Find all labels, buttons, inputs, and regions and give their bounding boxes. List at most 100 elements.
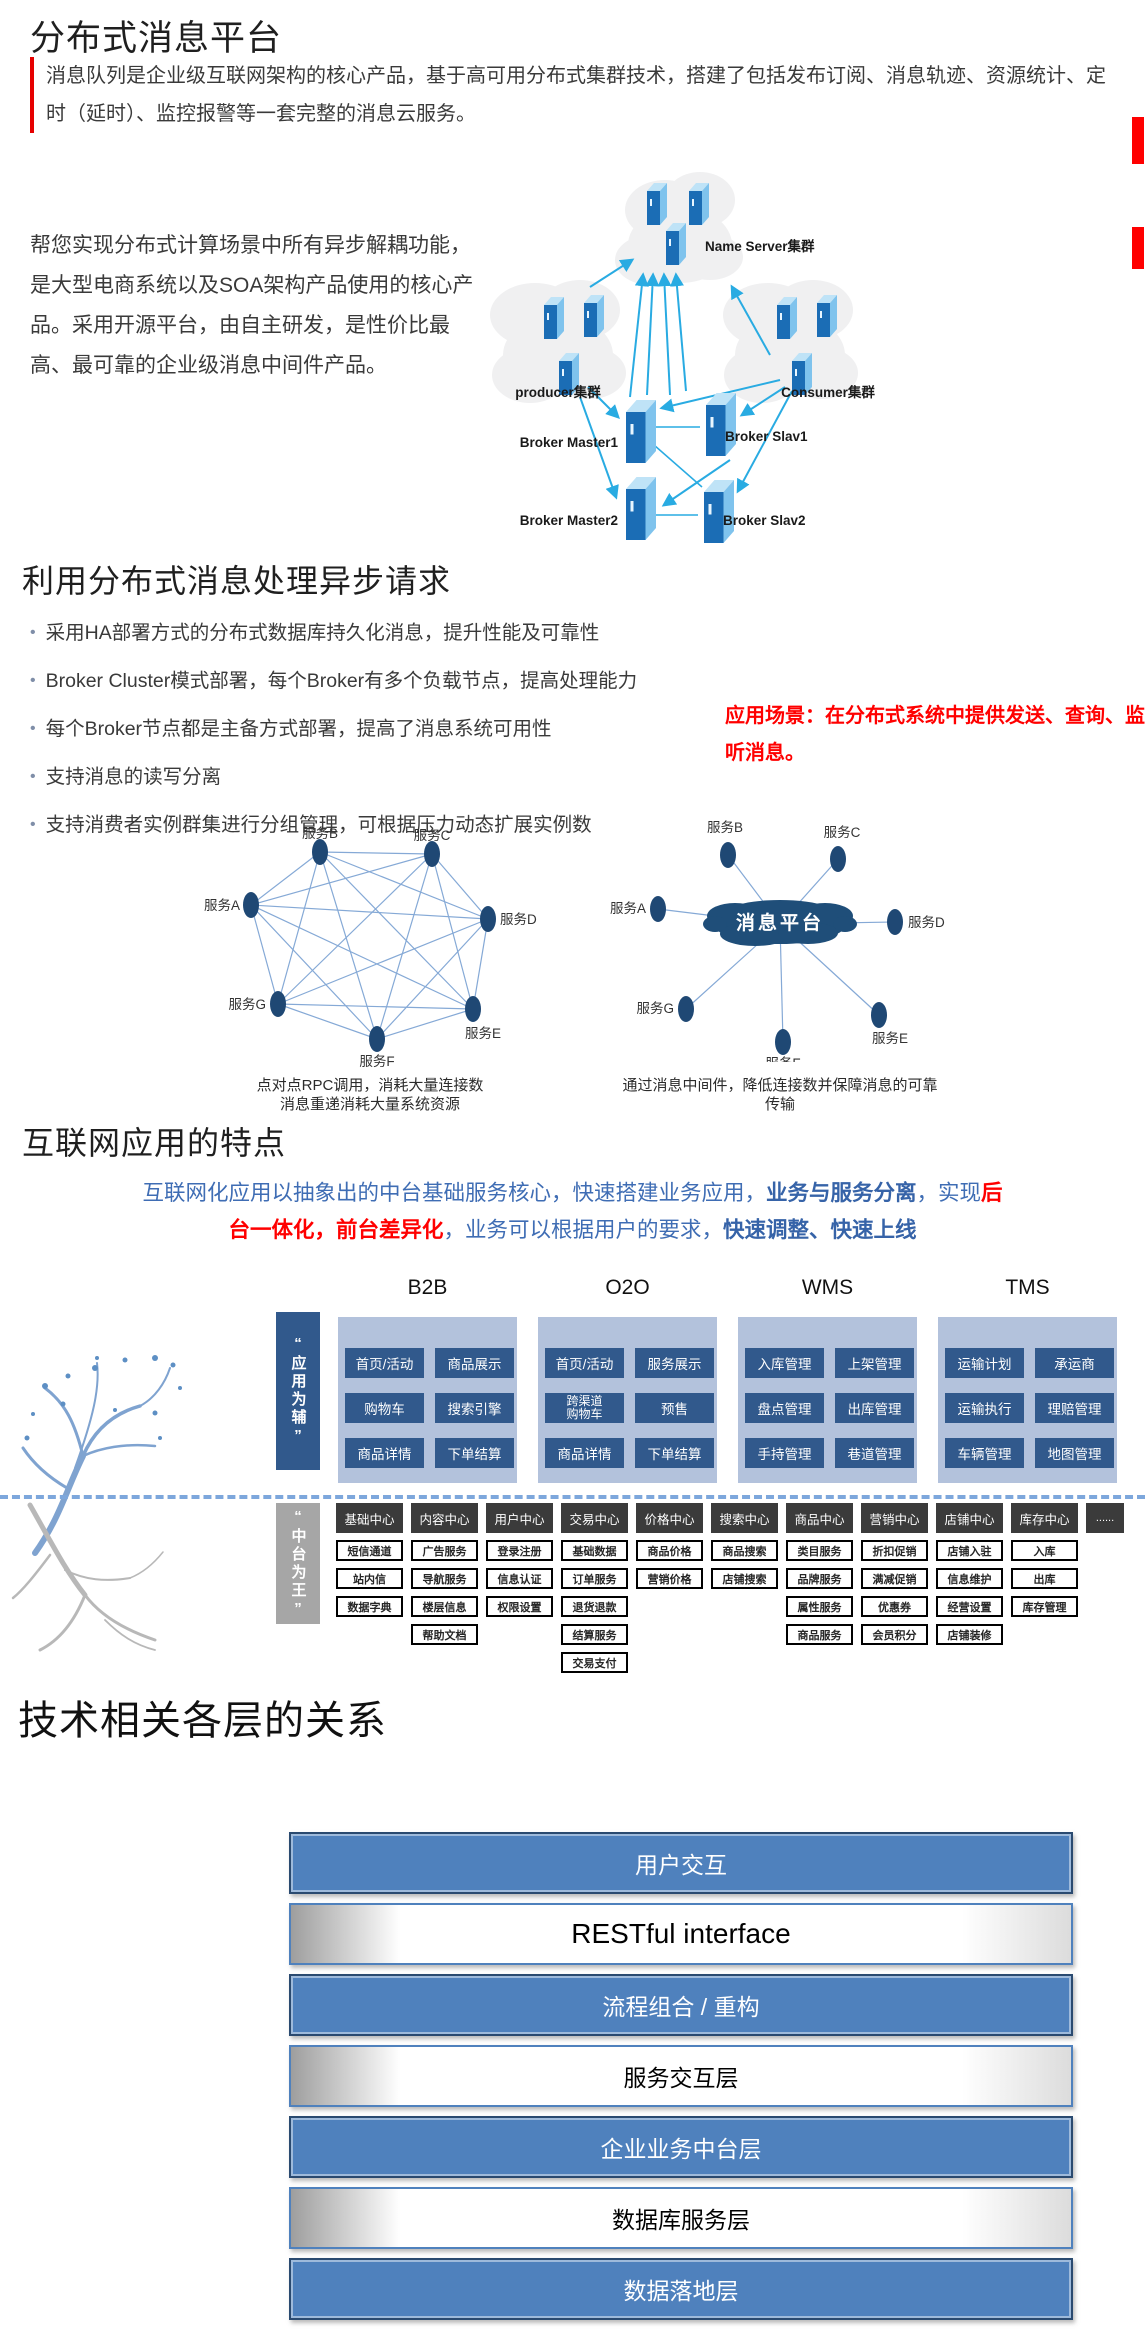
mesh-caption-line2: 消息重递消耗大量系统资源	[279, 1096, 460, 1113]
mesh-node-f-label: 服务F	[359, 1054, 394, 1069]
hub-node-e-label: 服务E	[872, 1031, 908, 1046]
center-item: 帮助文档	[411, 1624, 478, 1645]
center-column-marketing: 营销中心 折扣促销 满减促销 优惠券 会员积分	[861, 1503, 928, 1645]
layer-user-interaction: 用户交互	[289, 1832, 1073, 1894]
center-item: 信息认证	[486, 1568, 553, 1589]
center-item: 店铺搜索	[711, 1568, 778, 1589]
center-item: 会员积分	[861, 1624, 928, 1645]
center-item: 类目服务	[786, 1540, 853, 1561]
intro-seg: ，实现	[916, 1181, 982, 1205]
center-item: 结算服务	[561, 1624, 628, 1645]
center-item: 订单服务	[561, 1568, 628, 1589]
app-tile: 首页/活动	[545, 1348, 624, 1378]
app-tile: 购物车	[345, 1393, 424, 1423]
page-title: 分布式消息平台	[30, 19, 283, 58]
intro-paragraph: 消息队列是企业级互联网架构的核心产品，基于高可用分布式集群技术，搭建了包括发布订…	[30, 57, 1108, 133]
app-tile: 商品详情	[345, 1438, 424, 1468]
hub-caption-line1: 通过消息中间件，降低连接数并保障消息的可靠	[622, 1077, 938, 1094]
app-tile: 承运商	[1035, 1348, 1114, 1378]
group-header-wms: WMS	[801, 1276, 854, 1299]
bullet-item: 每个Broker节点都是主备方式部署，提高了消息系统可用性	[30, 712, 730, 741]
center-item: 店铺入驻	[936, 1540, 1003, 1561]
center-header: 内容中心	[411, 1503, 478, 1533]
mesh-nodes	[243, 839, 496, 1052]
center-column-inventory: 库存中心 入库 出库 库存管理	[1011, 1503, 1078, 1617]
mesh-node-d-label: 服务D	[500, 912, 537, 927]
center-header: 交易中心	[561, 1503, 628, 1533]
intro-line1: 互联网化应用以抽象出的中台基础服务核心，快速搭建业务应用，业务与服务分离，实现后	[0, 1175, 1145, 1212]
internet-app-intro: 互联网化应用以抽象出的中台基础服务核心，快速搭建业务应用，业务与服务分离，实现后…	[0, 1175, 1145, 1249]
section2-title: 利用分布式消息处理异步请求	[22, 563, 452, 599]
center-header: 商品中心	[786, 1503, 853, 1533]
app-tile: 地图管理	[1035, 1438, 1114, 1468]
app-tile: 手持管理	[745, 1438, 824, 1468]
tree-branches-graphic	[21, 1355, 182, 1556]
center-header: 库存中心	[1011, 1503, 1078, 1533]
center-item: 库存管理	[1011, 1596, 1078, 1617]
use-case-note: 应用场景：在分布式系统中提供发送、查询、监听消息。	[725, 705, 1145, 764]
app-tile: 跨渠道购物车	[545, 1393, 624, 1423]
tms-panel: 运输计划 承运商 运输执行 理赔管理 车辆管理 地图管理	[938, 1317, 1117, 1483]
center-item: 折扣促销	[861, 1540, 928, 1561]
mesh-caption-line1: 点对点RPC调用，消耗大量连接数	[256, 1077, 484, 1094]
hub-caption-line2: 传输	[764, 1096, 795, 1113]
center-column-price: 价格中心 商品价格 营销价格	[636, 1503, 703, 1589]
center-item: 退货退款	[561, 1596, 628, 1617]
center-column-shop: 店铺中心 店铺入驻 信息维护 经营设置 店铺装修	[936, 1503, 1003, 1645]
section4-title: 技术相关各层的关系	[18, 1699, 387, 1743]
layer-enterprise-middle-platform: 企业业务中台层	[289, 2116, 1073, 2178]
center-item: 基础数据	[561, 1540, 628, 1561]
hub-node-d-label: 服务D	[908, 915, 945, 930]
bullet-item: 采用HA部署方式的分布式数据库持久化消息，提升性能及可靠性	[30, 616, 730, 645]
mesh-node-g-label: 服务G	[228, 997, 266, 1012]
layer-process-composition: 流程组合 / 重构	[289, 1974, 1073, 2036]
center-item: 站内信	[336, 1568, 403, 1589]
b2b-panel: 首页/活动 商品展示 购物车 搜索引擎 商品详情 下单结算	[338, 1317, 517, 1483]
message-platform-hub-diagram: 消息平台 服务A 服务B 服务C 服务D 服务E 服务F 服务G	[610, 820, 945, 1062]
hub-node-b-label: 服务B	[707, 820, 743, 835]
layer-data-landing: 数据落地层	[289, 2258, 1073, 2320]
app-tile: 下单结算	[435, 1438, 514, 1468]
center-column-content: 内容中心 广告服务 导航服务 楼层信息 帮助文档	[411, 1503, 478, 1645]
center-item: 登录注册	[486, 1540, 553, 1561]
center-item: 数据字典	[336, 1596, 403, 1617]
app-tile: 下单结算	[635, 1438, 714, 1468]
broker-master2-label: Broker Master2	[520, 513, 618, 528]
bullet-item: Broker Cluster模式部署，每个Broker有多个负载节点，提高处理能…	[30, 664, 730, 693]
feature-bullet-list: 采用HA部署方式的分布式数据库持久化消息，提升性能及可靠性 Broker Clu…	[30, 616, 730, 856]
layer-restful-interface: RESTful interface	[289, 1903, 1073, 1965]
hub-spokes	[657, 854, 896, 1043]
center-item: 权限设置	[486, 1596, 553, 1617]
center-item: 交易支付	[561, 1652, 628, 1673]
red-edge-marker-2	[1132, 227, 1144, 269]
hub-node-a-label: 服务A	[610, 901, 646, 916]
mesh-node-a-label: 服务A	[204, 898, 240, 913]
center-item: 导航服务	[411, 1568, 478, 1589]
intro-seg: 业务与服务分离	[765, 1181, 917, 1205]
center-column-product: 商品中心 类目服务 品牌服务 属性服务 商品服务	[786, 1503, 853, 1645]
center-item: 经营设置	[936, 1596, 1003, 1617]
center-item: 广告服务	[411, 1540, 478, 1561]
center-header: 用户中心	[486, 1503, 553, 1533]
dashed-divider	[0, 1495, 1145, 1499]
mesh-node-e-label: 服务E	[465, 1026, 501, 1041]
mesh-caption: 点对点RPC调用，消耗大量连接数 消息重递消耗大量系统资源	[180, 1076, 560, 1114]
app-side-bar: “应用为辅”	[276, 1312, 320, 1470]
hub-node-f-label: 服务F	[765, 1056, 800, 1062]
layer-database-service: 数据库服务层	[289, 2187, 1073, 2249]
center-item: 属性服务	[786, 1596, 853, 1617]
center-column-search: 搜索中心 商品搜索 店铺搜索	[711, 1503, 778, 1589]
app-tile: 入库管理	[745, 1348, 824, 1378]
center-column-more: ......	[1086, 1503, 1124, 1533]
wms-panel: 入库管理 上架管理 盘点管理 出库管理 手持管理 巷道管理	[738, 1317, 917, 1483]
center-item: 营销价格	[636, 1568, 703, 1589]
tech-layer-stack: 用户交互 RESTful interface 流程组合 / 重构 服务交互层 企…	[289, 1832, 1073, 2329]
broker-slav2-label: Broker Slav2	[723, 513, 806, 528]
group-header-tms: TMS	[1005, 1276, 1050, 1299]
app-tile: 巷道管理	[835, 1438, 914, 1468]
mid-side-bar: “中台为王”	[276, 1503, 320, 1624]
intro-seg: 台一体化，前台差异化	[228, 1218, 444, 1242]
hub-nodes	[650, 842, 903, 1055]
broker-slav1-label: Broker Slav1	[725, 429, 808, 444]
tree-roots-graphic	[11, 1502, 164, 1652]
